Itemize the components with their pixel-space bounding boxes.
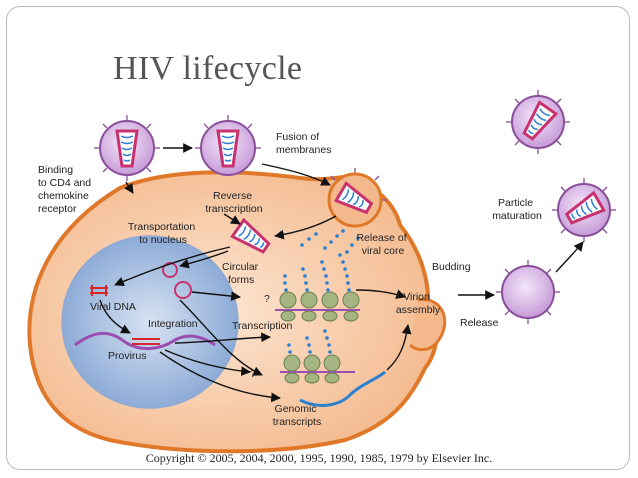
virion-icon-mature-1 <box>506 90 570 154</box>
virion-icon-mature-2 <box>552 178 616 242</box>
label-budding: Budding <box>432 261 471 273</box>
label-integration: Integration <box>148 318 198 330</box>
label-unknown-2: ? <box>250 368 256 380</box>
budding-site <box>409 298 447 352</box>
arrow-icon <box>99 143 584 403</box>
ribosome-cluster-1 <box>275 253 360 322</box>
virion-icon-fusion <box>195 115 261 176</box>
label-circular-forms: Circular forms <box>222 261 261 286</box>
provirus-chromosome <box>74 331 216 350</box>
slide-title: HIV lifecycle <box>113 50 303 87</box>
label-transcription: Transcription <box>232 320 292 332</box>
label-reverse-transcription: Reverse transcription <box>205 190 262 215</box>
label-release: Release <box>460 317 499 329</box>
viral-dna <box>90 285 108 296</box>
label-virion-assembly: Virion assembly <box>396 291 441 316</box>
genomic-transcript <box>299 370 386 407</box>
label-fusion: Fusion of membranes <box>276 131 331 156</box>
copyright-notice: Copyright © 2005, 2004, 2000, 1995, 1990… <box>145 451 493 465</box>
provirus-insert <box>132 338 160 345</box>
label-release-core: Release of viral core <box>356 232 409 257</box>
circular-form-1 <box>162 262 178 278</box>
nucleus <box>61 235 239 409</box>
virion-icon-immature <box>496 260 560 324</box>
label-transportation: Transportation to nucleus <box>128 221 198 246</box>
virion-icon-binding <box>94 115 160 181</box>
label-provirus: Provirus <box>108 350 147 362</box>
ribosome-cluster-2 <box>280 329 355 384</box>
viral-core-icon <box>230 217 271 254</box>
virion-icon-fused <box>327 168 387 228</box>
circular-form-2 <box>174 281 192 299</box>
label-particle-maturation: Particle maturation <box>492 197 542 222</box>
released-rna-dots <box>300 229 360 254</box>
label-unknown-1: ? <box>264 293 270 305</box>
label-genomic: Genomic transcripts <box>273 403 321 428</box>
label-viral-dna: Viral DNA <box>90 301 136 313</box>
label-binding: Binding to CD4 and chemokine receptor <box>38 164 94 215</box>
